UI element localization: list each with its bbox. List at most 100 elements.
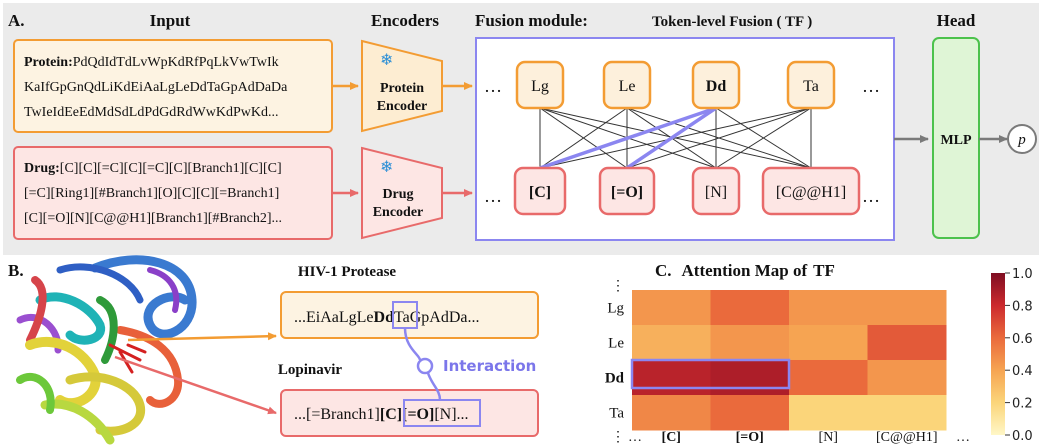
fusion-subtitle: Token-level Fusion ( TF ) — [652, 14, 812, 30]
protein-encoder-label-2: Encoder — [377, 99, 428, 114]
colorbar-tick-label: 0.8 — [1012, 299, 1033, 314]
heatmap-cell — [867, 360, 947, 396]
protein-token-box — [786, 60, 836, 110]
heatmap-cell — [710, 360, 790, 396]
protein-token-le: Le — [619, 78, 636, 95]
protein-sequence: ...EiAaLgLeDdTaGpAdDa... — [294, 309, 480, 326]
protein-encoder — [361, 39, 443, 133]
heatmap-cell — [867, 395, 947, 431]
output-node — [1007, 124, 1037, 154]
drug-seq-line-2: [=C][Ring1][#Branch1][O][C][C][=Branch1] — [24, 186, 279, 201]
heatmap-highlight-box — [630, 358, 791, 390]
drug-highlight-box — [403, 399, 481, 427]
drug-encoder — [361, 146, 443, 240]
heatmap-row-label: Le — [608, 336, 624, 352]
drug-token-ellipsis-right: … — [862, 186, 880, 206]
protein-token-box — [602, 60, 652, 110]
heatmap-cell — [867, 290, 947, 326]
interaction-node-icon — [416, 357, 434, 375]
colorbar-tick-label: 1.0 — [1012, 267, 1033, 282]
protein-sequence-box — [280, 291, 539, 339]
interaction-label: Interaction — [443, 357, 536, 375]
attention-heatmap: LgLeDdTa [C] [=O] [N] [C@@H1] — [605, 290, 947, 445]
heatmap-col-label: [N] — [819, 430, 838, 445]
protein-token-box — [515, 60, 565, 110]
drug-token-box — [598, 166, 656, 216]
col-ellipsis-right: … — [956, 430, 970, 445]
drug-encoder-label-2: Encoder — [373, 205, 424, 220]
drug-token-box — [761, 166, 861, 216]
heatmap-cell — [789, 290, 868, 326]
heatmap-cell — [710, 290, 790, 326]
protein-token-lg: Lg — [531, 78, 549, 95]
structure-to-drug-arrow — [114, 355, 277, 415]
heatmap-cell — [789, 395, 868, 431]
drug-name: Lopinavir — [278, 362, 343, 378]
colorbar-ticks: 1.0 0.8 0.6 0.4 0.2 0.0 — [1005, 267, 1033, 444]
drug-token-o: [=O] — [611, 184, 643, 201]
heatmap-cell — [789, 325, 868, 361]
heatmap-cell — [710, 395, 790, 431]
drug-token-box — [691, 166, 741, 216]
drug-token-n: [N] — [705, 184, 727, 201]
colorbar-tick-label: 0.6 — [1012, 332, 1033, 347]
head-title: Head — [937, 11, 976, 30]
mlp-label: MLP — [940, 133, 972, 148]
heatmap-col-label: [=O] — [736, 430, 764, 445]
input-title: Input — [150, 11, 191, 30]
output-label: p — [1017, 132, 1026, 148]
token-connections — [539, 107, 812, 169]
protein-seq-line-1: Protein:PdQdIdTdLvWpKdRfPqLkVwTwIk — [24, 55, 279, 70]
drug-token-ellipsis-left: … — [484, 186, 502, 206]
drug-encoder-label-1: Drug — [382, 187, 413, 202]
heatmap-col-label: [C] — [662, 430, 681, 445]
drug-sequence-box — [280, 389, 539, 437]
heatmap-cell — [632, 360, 711, 396]
protein-token-ellipsis-right: … — [862, 76, 880, 96]
heatmap-cell — [710, 325, 790, 361]
interaction-link-lower — [426, 372, 442, 401]
protein-seq-line-2: KaIfGpGnQdLiKdEiAaLgLeDdTaGpAdDaDa — [24, 80, 288, 95]
drug-seq-line-1: Drug:[C][C][=C][C][=C][C][Branch1][C][C] — [24, 161, 282, 176]
colorbar-tick-label: 0.2 — [1012, 397, 1033, 412]
row-dots-bottom: ⋮ — [611, 430, 625, 445]
protein-token-ellipsis-left: … — [484, 76, 502, 96]
heatmap-cell — [632, 290, 711, 326]
colorbar-tick-label: 0.0 — [1012, 429, 1033, 444]
colorbar — [991, 273, 1005, 435]
drug-token-c-at-at-h1: [C@@H1] — [776, 184, 846, 201]
protein-token-dd: Dd — [706, 78, 727, 95]
snowflake-icon: ❄ — [380, 50, 393, 69]
protein-seq-line-3: TwIeIdEeEdMdSdLdPdGdRdWwKdPwKd... — [24, 105, 279, 120]
structure-to-protein-arrow — [127, 332, 277, 342]
protein-token-ta: Ta — [803, 78, 819, 95]
fusion-title: Fusion module: — [475, 11, 588, 30]
highlight-connection-dd-c — [539, 106, 717, 170]
interaction-link-upper — [403, 327, 422, 361]
heatmap-row-label: Dd — [605, 371, 625, 387]
heatmap-cell — [632, 325, 711, 361]
highlight-connection-dd-o — [626, 106, 717, 170]
heatmap-cell — [867, 325, 947, 361]
protein-token-box — [691, 60, 741, 110]
heatmap-col-label: [C@@H1] — [876, 430, 938, 445]
protein-structure-image — [16, 255, 197, 445]
protein-name: HIV-1 Protease — [298, 264, 397, 280]
drug-token-box — [513, 166, 567, 216]
heatmap-row-label: Ta — [609, 406, 624, 422]
drug-sequence: ...[=Branch1][C][=O][N]... — [294, 406, 469, 423]
panel-a-label: A. — [8, 11, 25, 30]
col-ellipsis-left: … — [628, 430, 642, 445]
colorbar-tick-label: 0.4 — [1012, 364, 1033, 379]
panel-b-label: B. — [8, 261, 24, 280]
drug-token-c: [C] — [529, 184, 551, 201]
heatmap-cell — [632, 395, 711, 431]
snowflake-icon: ❄ — [380, 157, 393, 176]
heatmap-row-label: Lg — [607, 301, 624, 317]
encoders-title: Encoders — [371, 11, 439, 30]
drug-seq-line-3: [C][=O][N][C@@H1][Branch1][#Branch2]... — [24, 211, 282, 226]
protein-encoder-label-1: Protein — [380, 81, 424, 96]
